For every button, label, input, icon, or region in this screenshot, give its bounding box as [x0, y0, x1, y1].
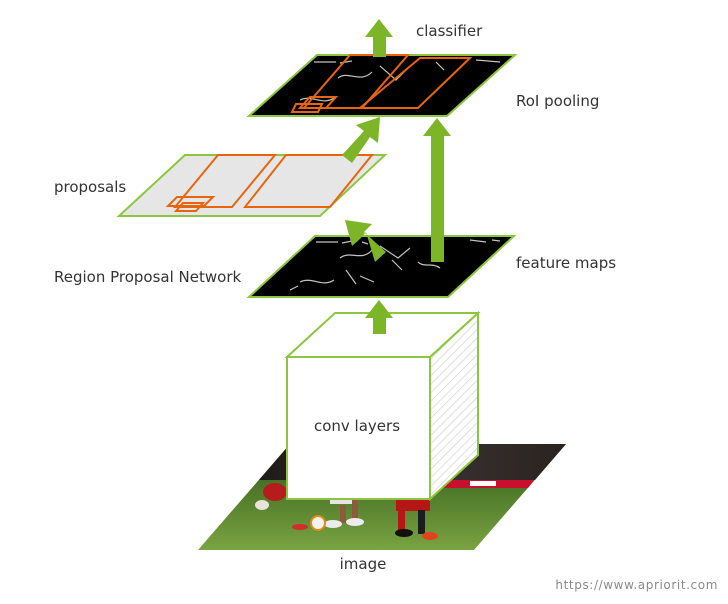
up-arrow-icon — [342, 117, 380, 163]
up-arrow-icon — [345, 220, 386, 262]
soccer-players-photo — [255, 483, 438, 540]
feature-maps-label: feature maps — [516, 254, 616, 272]
roi-pooling-layer — [246, 54, 518, 117]
feature-maps-layer — [246, 235, 517, 298]
proposals-label: proposals — [54, 178, 126, 196]
up-arrow-icon — [423, 118, 451, 262]
cube-front-face — [286, 356, 431, 500]
classifier-label: classifier — [416, 22, 483, 40]
feature-map-texture — [289, 239, 501, 291]
roi-boxes — [290, 54, 473, 113]
image-label: image — [340, 555, 387, 573]
roi-pooling-label: RoI pooling — [516, 92, 599, 110]
conv-layers-cube: conv layers — [284, 310, 481, 502]
conv-layers-label: conv layers — [314, 417, 400, 435]
proposals-layer — [116, 154, 388, 217]
region-proposal-network-label: Region Proposal Network — [54, 268, 241, 286]
arrows — [342, 19, 451, 334]
up-arrow-icon — [365, 19, 393, 57]
source-url: https://www.apriorit.com — [555, 578, 718, 592]
up-arrow-icon — [365, 300, 393, 334]
